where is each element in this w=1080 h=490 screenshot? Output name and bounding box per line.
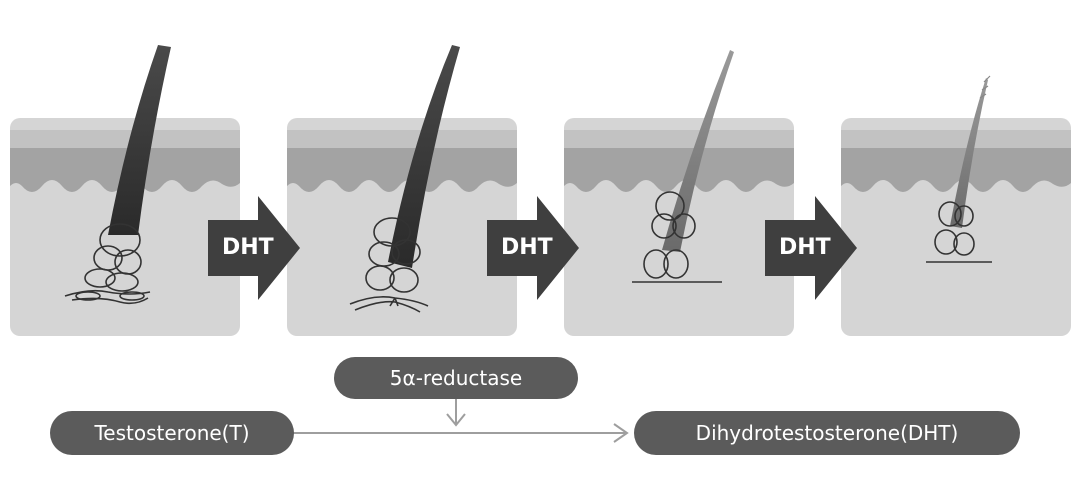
stage-3-panel: [564, 50, 794, 336]
substrate-pill: Testosterone(T): [50, 411, 294, 455]
dht-arrow-3: [765, 196, 857, 300]
hair-follicle: [632, 191, 722, 283]
pathway-connectors: [290, 398, 629, 443]
product-arrowhead: [613, 423, 629, 443]
skin-layer: [287, 148, 517, 192]
stage-2-panel: [287, 45, 517, 336]
skin-layer: [841, 148, 1071, 192]
hair-shaft: [108, 45, 171, 235]
skin-layer: [564, 148, 794, 192]
dht-arrow-label-2: DHT: [501, 235, 553, 260]
hair-shaft: [662, 50, 734, 252]
hair-follicle: [64, 223, 151, 305]
dht-arrow-2: [487, 196, 579, 300]
hair-follicle: [926, 201, 992, 263]
enzyme-pill: 5α-reductase: [334, 357, 578, 399]
dht-arrow-label-1: DHT: [222, 235, 274, 260]
hair-tip: [979, 75, 991, 99]
hair-follicle: [349, 217, 429, 313]
enzyme-arrowhead: [446, 413, 466, 427]
product-pill: Dihydrotestosterone(DHT): [634, 411, 1020, 455]
dht-arrow-1: [208, 196, 300, 300]
stage-4-panel: [841, 75, 1071, 336]
stage-1-panel: [10, 45, 240, 336]
hair-shaft: [388, 45, 460, 268]
hair-shaft: [950, 78, 988, 228]
dht-arrow-label-3: DHT: [779, 235, 831, 260]
